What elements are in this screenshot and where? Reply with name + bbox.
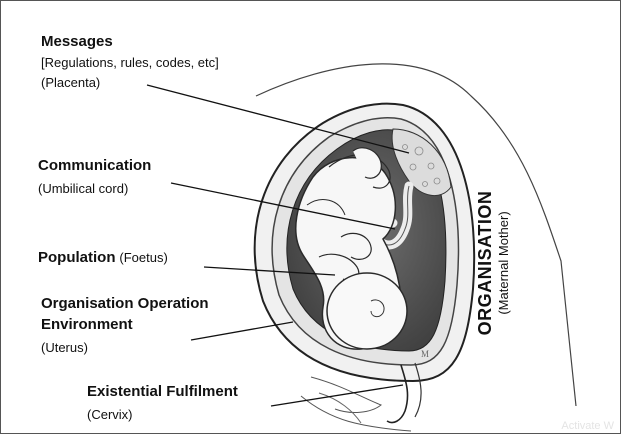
organisation-subtitle: (Maternal Mother)	[496, 163, 511, 363]
leader-line-environment	[191, 322, 293, 340]
environment-title-line1: Organisation Operation	[41, 295, 209, 313]
communication-title: Communication	[38, 157, 151, 175]
communication-organ: (Umbilical cord)	[38, 180, 128, 198]
environment-title-line2: Environment	[41, 316, 133, 334]
artist-signature: M	[421, 349, 429, 359]
population-label: Population (Foetus)	[38, 248, 168, 267]
fulfilment-title: Existential Fulfilment	[87, 383, 238, 401]
environment-organ: (Uterus)	[41, 339, 88, 357]
foetus-head	[327, 273, 407, 349]
fulfilment-organ: (Cervix)	[87, 406, 133, 424]
messages-title: Messages	[41, 33, 113, 51]
watermark-text: Activate W	[561, 420, 614, 432]
organisation-title: ORGANISATION	[475, 163, 496, 363]
messages-organ: (Placenta)	[41, 74, 100, 92]
population-organ: (Foetus)	[119, 250, 167, 265]
messages-detail: [Regulations, rules, codes, etc]	[41, 54, 219, 72]
population-title: Population	[38, 249, 116, 266]
abdomen-back	[301, 396, 411, 431]
leader-line-fulfilment	[271, 385, 403, 406]
